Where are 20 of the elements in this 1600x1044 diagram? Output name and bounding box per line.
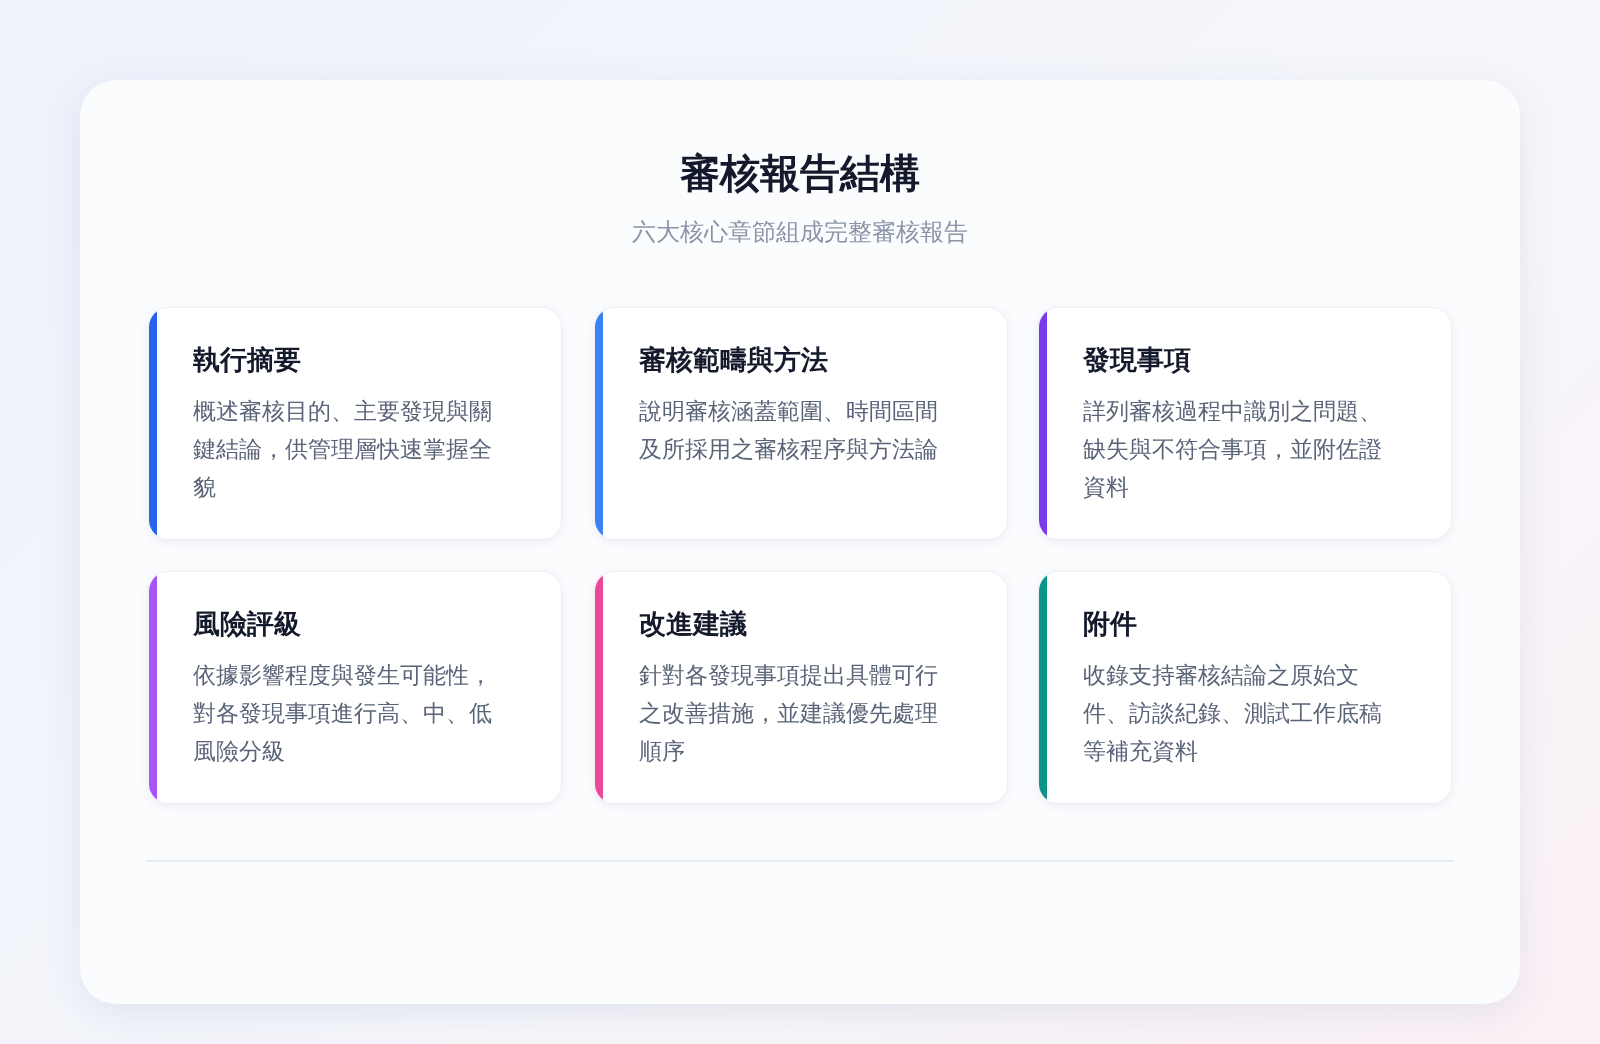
section-card bbox=[1038, 571, 1452, 804]
title: 審核報告結構 bbox=[679, 149, 921, 198]
card-heading: 改進建議 bbox=[639, 607, 747, 641]
card-heading: 發現事項 bbox=[1083, 343, 1191, 377]
card-heading: 執行摘要 bbox=[193, 343, 301, 377]
card-description: 詳列審核過程中識別之問題、缺失與不符合事項，並附佐證資料 bbox=[1083, 397, 1383, 502]
card-heading: 風險評級 bbox=[193, 607, 301, 641]
card-description: 說明審核涵蓋範圍、時間區間及所採用之審核程序與方法論 bbox=[639, 397, 939, 464]
card-description: 收錄支持審核結論之原始文件、訪談紀錄、測試工作底稿等補充資料 bbox=[1083, 661, 1383, 766]
section-card bbox=[148, 571, 562, 804]
section-card bbox=[594, 571, 1008, 804]
card-description: 針對各發現事項提出具體可行之改善措施，並建議優先處理順序 bbox=[639, 661, 939, 766]
card-heading: 審核範疇與方法 bbox=[639, 343, 828, 377]
card-description: 依據影響程度與發生可能性，對各發現事項進行高、中、低風險分級 bbox=[193, 661, 493, 766]
card-description: 概述審核目的、主要發現與關鍵結論，供管理層快速掌握全貌 bbox=[193, 397, 493, 502]
subtitle: 六大核心章節組成完整審核報告 bbox=[631, 217, 969, 248]
section-card bbox=[1038, 307, 1452, 540]
card-heading: 附件 bbox=[1083, 607, 1137, 641]
section-card bbox=[594, 307, 1008, 540]
section-card bbox=[148, 307, 562, 540]
